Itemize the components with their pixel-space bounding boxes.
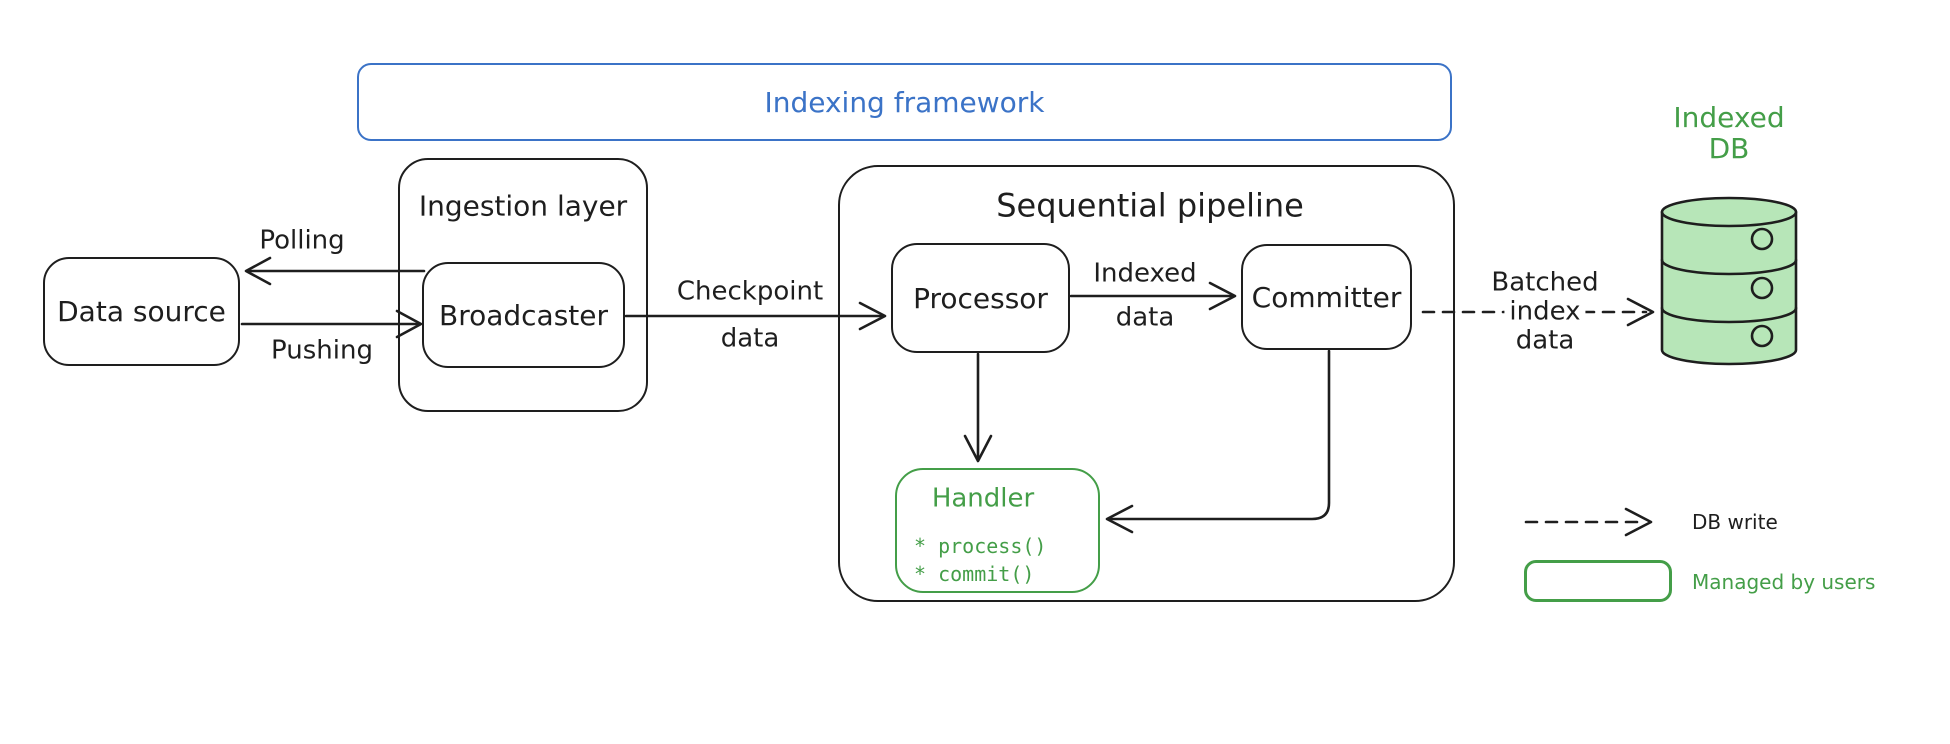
handler-method-process: * process() <box>914 534 1047 558</box>
node-data-source: Data source <box>43 257 240 366</box>
indexing-framework-frame: Indexing framework <box>357 63 1452 141</box>
node-committer: Committer <box>1241 244 1412 350</box>
checkpoint-label-line1: Checkpoint <box>676 276 824 307</box>
indexed-db-title: Indexed DB <box>1673 101 1785 165</box>
data-source-label: Data source <box>57 295 226 328</box>
indexing-framework-title: Indexing framework <box>764 85 1045 119</box>
ingestion-layer-label: Ingestion layer <box>418 189 628 223</box>
legend-db-write-arrow <box>1524 507 1653 537</box>
batched-label-line3: data <box>1515 325 1575 356</box>
polling-label: Polling <box>259 225 345 256</box>
batched-label-line1: Batched <box>1491 267 1599 298</box>
database-icon <box>1660 196 1798 366</box>
indexed-data-label-line2: data <box>1115 302 1175 333</box>
legend-managed-box <box>1524 560 1672 602</box>
indexed-db-title-line2: DB <box>1708 131 1750 165</box>
processor-label: Processor <box>913 281 1048 315</box>
node-broadcaster: Broadcaster <box>422 262 625 368</box>
node-handler <box>895 468 1100 593</box>
committer-label: Committer <box>1251 280 1402 314</box>
pushing-arrow <box>240 309 423 339</box>
broadcaster-label: Broadcaster <box>438 298 609 332</box>
indexed-data-label-line1: Indexed <box>1093 258 1197 289</box>
sequential-pipeline-label: Sequential pipeline <box>996 186 1304 225</box>
legend-db-write-label: DB write <box>1692 510 1778 534</box>
checkpoint-label-line2: data <box>720 323 780 354</box>
handler-method-commit: * commit() <box>914 562 1035 586</box>
batched-label-line2: index <box>1504 298 1586 327</box>
legend-managed-label: Managed by users <box>1692 570 1876 594</box>
handler-title: Handler <box>931 483 1035 514</box>
pushing-label: Pushing <box>271 335 373 366</box>
node-processor: Processor <box>891 243 1070 353</box>
indexed-db-title-line1: Indexed <box>1673 101 1785 134</box>
